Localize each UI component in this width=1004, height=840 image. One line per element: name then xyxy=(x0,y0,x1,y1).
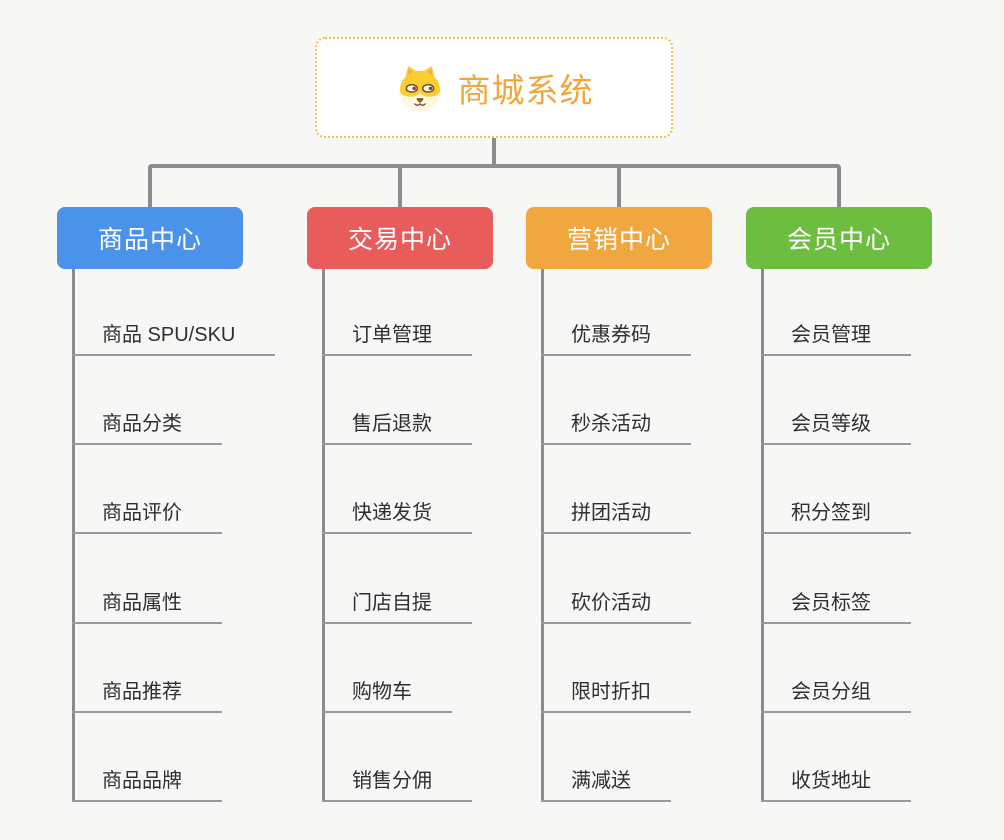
leaf-node[interactable]: 积分签到 xyxy=(761,488,911,534)
branch-node-1[interactable]: 商品中心 xyxy=(57,207,243,269)
leaf-node[interactable]: 收货地址 xyxy=(761,756,911,802)
leaf-node[interactable]: 满减送 xyxy=(541,756,671,802)
branch-node-3[interactable]: 营销中心 xyxy=(526,207,712,269)
leaf-node[interactable]: 会员等级 xyxy=(761,399,911,445)
leaf-node[interactable]: 会员管理 xyxy=(761,310,911,356)
leaf-node[interactable]: 秒杀活动 xyxy=(541,399,691,445)
shiba-dog-icon xyxy=(399,65,440,111)
connector-drop-branch-3 xyxy=(617,164,621,207)
leaf-node[interactable]: 销售分佣 xyxy=(322,756,472,802)
branch-spine-1 xyxy=(72,269,75,802)
root-node[interactable]: 商城系统 xyxy=(315,37,673,138)
leaf-node[interactable]: 商品分类 xyxy=(72,399,222,445)
leaf-node[interactable]: 购物车 xyxy=(322,667,452,713)
leaf-node[interactable]: 限时折扣 xyxy=(541,667,691,713)
leaf-node[interactable]: 砍价活动 xyxy=(541,578,691,624)
connector-drop-branch-2 xyxy=(398,164,402,207)
branch-node-2[interactable]: 交易中心 xyxy=(307,207,493,269)
leaf-node[interactable]: 售后退款 xyxy=(322,399,472,445)
leaf-node[interactable]: 快递发货 xyxy=(322,488,472,534)
root-title: 商城系统 xyxy=(457,71,594,109)
leaf-node[interactable]: 订单管理 xyxy=(322,310,472,356)
branch-spine-2 xyxy=(322,269,325,802)
branch-node-4[interactable]: 会员中心 xyxy=(746,207,932,269)
leaf-node[interactable]: 商品品牌 xyxy=(72,756,222,802)
leaf-node[interactable]: 门店自提 xyxy=(322,578,472,624)
leaf-node[interactable]: 商品属性 xyxy=(72,578,222,624)
leaf-node[interactable]: 会员标签 xyxy=(761,578,911,624)
leaf-node[interactable]: 商品评价 xyxy=(72,488,222,534)
leaf-node[interactable]: 会员分组 xyxy=(761,667,911,713)
leaf-node[interactable]: 商品 SPU/SKU xyxy=(72,310,276,356)
branch-spine-3 xyxy=(541,269,544,802)
leaf-node[interactable]: 优惠券码 xyxy=(541,310,691,356)
leaf-node[interactable]: 拼团活动 xyxy=(541,488,691,534)
connector-rail xyxy=(148,164,841,211)
branch-spine-4 xyxy=(761,269,764,802)
leaf-node[interactable]: 商品推荐 xyxy=(72,667,222,713)
connector-root-drop xyxy=(492,138,496,166)
